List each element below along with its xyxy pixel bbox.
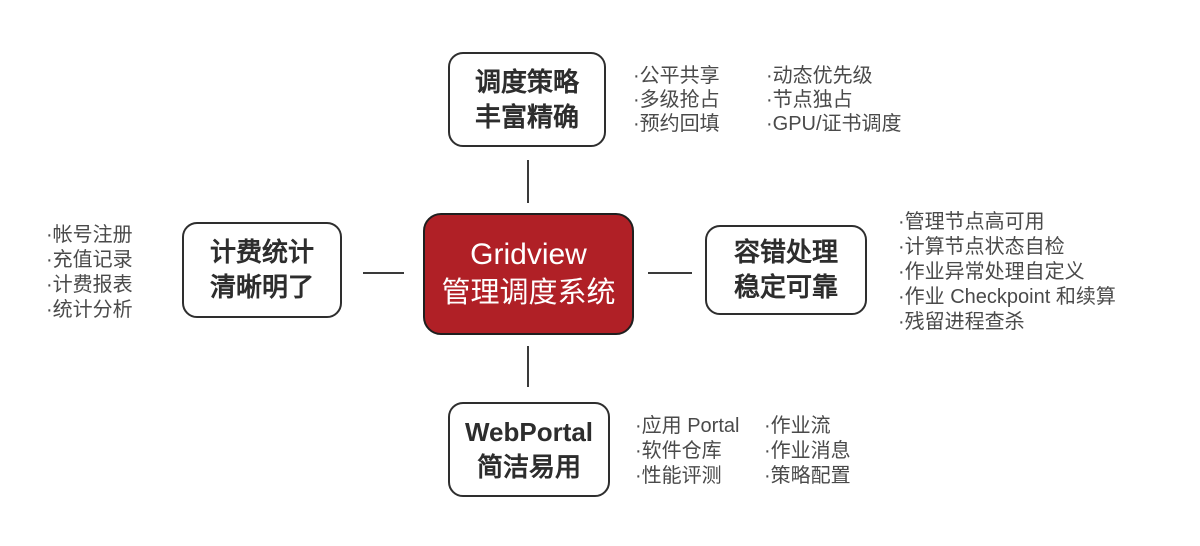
bullet-item: ·充值记录 xyxy=(46,249,133,271)
bullet-item: ·作业 Checkpoint 和续算 xyxy=(898,286,1116,308)
node-center-gridview: Gridview 管理调度系统 xyxy=(423,213,634,335)
bullet-item: ·残留进程查杀 xyxy=(898,311,1025,333)
fault-title-line1: 容错处理 xyxy=(733,237,838,267)
webportal-bullets-col2: ·作业流 ·作业消息 ·策略配置 xyxy=(764,414,851,489)
bullet-item: ·动态优先级 xyxy=(766,65,873,87)
fault-title-line2: 稳定可靠 xyxy=(733,272,838,302)
bullet-item: ·帐号注册 xyxy=(46,224,133,246)
webportal-bullets-col1: ·应用 Portal ·软件仓库 ·性能评测 xyxy=(635,414,739,489)
bullet-item: ·软件仓库 xyxy=(635,440,722,462)
center-title-zh: 管理调度系统 xyxy=(441,277,616,309)
node-scheduling-policy: 调度策略 丰富精确 xyxy=(448,52,606,147)
bullet-item: ·预约回填 xyxy=(633,113,720,135)
billing-title-line1: 计费统计 xyxy=(209,237,314,267)
bullet-item: ·管理节点高可用 xyxy=(898,211,1045,233)
bullet-item: ·计算节点状态自检 xyxy=(898,236,1065,258)
bullet-item: ·性能评测 xyxy=(635,465,722,487)
connector-top xyxy=(527,160,529,203)
bullet-item: ·计费报表 xyxy=(46,274,133,296)
node-webportal: WebPortal 简洁易用 xyxy=(448,402,610,497)
node-billing-statistics: 计费统计 清晰明了 xyxy=(182,222,342,318)
billing-bullets: ·帐号注册 ·充值记录 ·计费报表 ·统计分析 xyxy=(46,223,133,323)
bullet-item: ·策略配置 xyxy=(764,465,851,487)
scheduling-title-line2: 丰富精确 xyxy=(474,101,579,132)
bullet-item: ·作业异常处理自定义 xyxy=(898,261,1085,283)
billing-title-line2: 清晰明了 xyxy=(209,272,314,302)
scheduling-bullets-col1: ·公平共享 ·多级抢占 ·预约回填 xyxy=(633,64,720,136)
bullet-item: ·多级抢占 xyxy=(633,89,720,111)
webportal-title-line1: WebPortal xyxy=(464,416,594,447)
center-title-en: Gridview xyxy=(470,238,587,271)
scheduling-bullets-col2: ·动态优先级 ·节点独占 ·GPU/证书调度 xyxy=(766,64,902,136)
scheduling-title-line1: 调度策略 xyxy=(474,66,579,97)
bullet-item: ·节点独占 xyxy=(766,89,853,111)
bullet-item: ·应用 Portal xyxy=(635,415,740,437)
bullet-item: ·公平共享 xyxy=(633,65,720,87)
connector-right xyxy=(648,272,692,274)
bullet-item: ·作业消息 xyxy=(764,440,851,462)
webportal-title-line2: 简洁易用 xyxy=(476,451,581,482)
bullet-item: ·GPU/证书调度 xyxy=(766,113,902,135)
fault-bullets: ·管理节点高可用 ·计算节点状态自检 ·作业异常处理自定义 ·作业 Checkp… xyxy=(898,210,1116,335)
connector-left xyxy=(363,272,404,274)
bullet-item: ·作业流 xyxy=(764,415,831,437)
bullet-item: ·统计分析 xyxy=(46,299,133,321)
connector-bottom xyxy=(527,346,529,387)
node-fault-tolerance: 容错处理 稳定可靠 xyxy=(705,225,867,315)
